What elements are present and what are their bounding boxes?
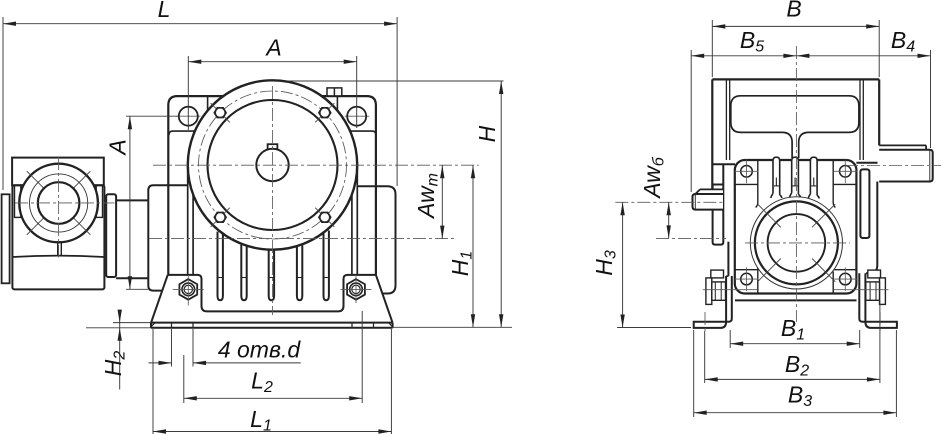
svg-text:L: L [158,0,171,22]
svg-text:B3: B3 [788,382,812,411]
svg-text:A: A [105,139,131,156]
svg-text:A: A [264,35,281,61]
svg-text:Awm: Awm [413,173,442,220]
svg-text:B: B [786,0,801,22]
svg-text:H: H [474,125,500,142]
svg-text:4 отв.d: 4 отв.d [218,337,302,363]
